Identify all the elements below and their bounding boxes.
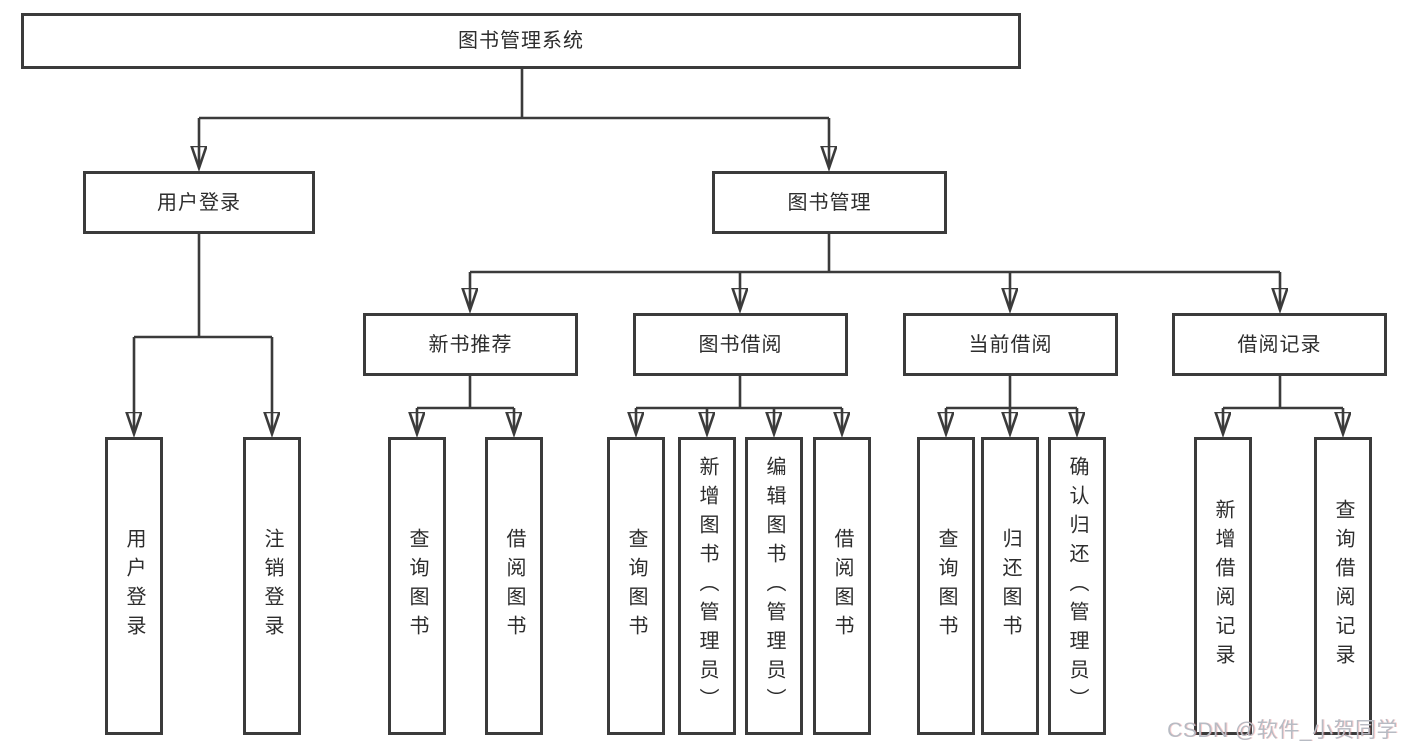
node-label: 确认归还（管理员） xyxy=(1066,455,1088,717)
node-leaf-logout: 注销登录 xyxy=(243,437,301,735)
node-leaf-borrow-edit-book: 编辑图书（管理员） xyxy=(745,437,803,735)
node-label: 当前借阅 xyxy=(968,333,1053,356)
node-leaf-current-confirm-return: 确认归还（管理员） xyxy=(1048,437,1106,735)
node-label: 归还图书 xyxy=(999,528,1021,644)
node-leaf-newbook-borrow-book: 借阅图书 xyxy=(485,437,543,735)
node-label: 新书推荐 xyxy=(428,333,513,356)
node-leaf-records-query: 查询借阅记录 xyxy=(1314,437,1372,735)
node-label: 查询图书 xyxy=(406,528,428,644)
node-leaf-user-login: 用户登录 xyxy=(105,437,163,735)
node-root: 图书管理系统 xyxy=(21,13,1021,69)
node-label: 图书管理系统 xyxy=(458,30,584,52)
node-label: 用户登录 xyxy=(123,528,145,644)
node-leaf-borrow-query-book: 查询图书 xyxy=(607,437,665,735)
node-label: 查询图书 xyxy=(625,528,647,644)
node-branch-user-login: 用户登录 xyxy=(83,171,315,234)
node-leaf-records-add: 新增借阅记录 xyxy=(1194,437,1252,735)
node-module-current-borrow: 当前借阅 xyxy=(903,313,1118,376)
node-leaf-current-return-book: 归还图书 xyxy=(981,437,1039,735)
node-leaf-borrow-add-book: 新增图书（管理员） xyxy=(678,437,736,735)
node-label: 用户登录 xyxy=(157,191,241,214)
node-label: 借阅图书 xyxy=(503,528,525,644)
node-branch-book-mgmt: 图书管理 xyxy=(712,171,947,234)
node-leaf-newbook-query-book: 查询图书 xyxy=(388,437,446,735)
node-label: 借阅图书 xyxy=(831,528,853,644)
node-label: 查询图书 xyxy=(935,528,957,644)
node-label: 注销登录 xyxy=(261,528,283,644)
node-module-borrow-records: 借阅记录 xyxy=(1172,313,1387,376)
node-module-new-book: 新书推荐 xyxy=(363,313,578,376)
node-leaf-borrow-borrow-book: 借阅图书 xyxy=(813,437,871,735)
node-label: 新增借阅记录 xyxy=(1212,499,1234,673)
node-label: 图书管理 xyxy=(787,191,872,214)
node-label: 新增图书（管理员） xyxy=(696,455,718,717)
node-label: 编辑图书（管理员） xyxy=(763,455,785,717)
node-label: 查询借阅记录 xyxy=(1332,499,1354,673)
node-label: 图书借阅 xyxy=(698,333,783,356)
watermark: CSDN @软件_小贺同学 xyxy=(1167,719,1398,742)
node-label: 借阅记录 xyxy=(1237,333,1322,356)
node-leaf-current-query-book: 查询图书 xyxy=(917,437,975,735)
node-module-book-borrow: 图书借阅 xyxy=(633,313,848,376)
